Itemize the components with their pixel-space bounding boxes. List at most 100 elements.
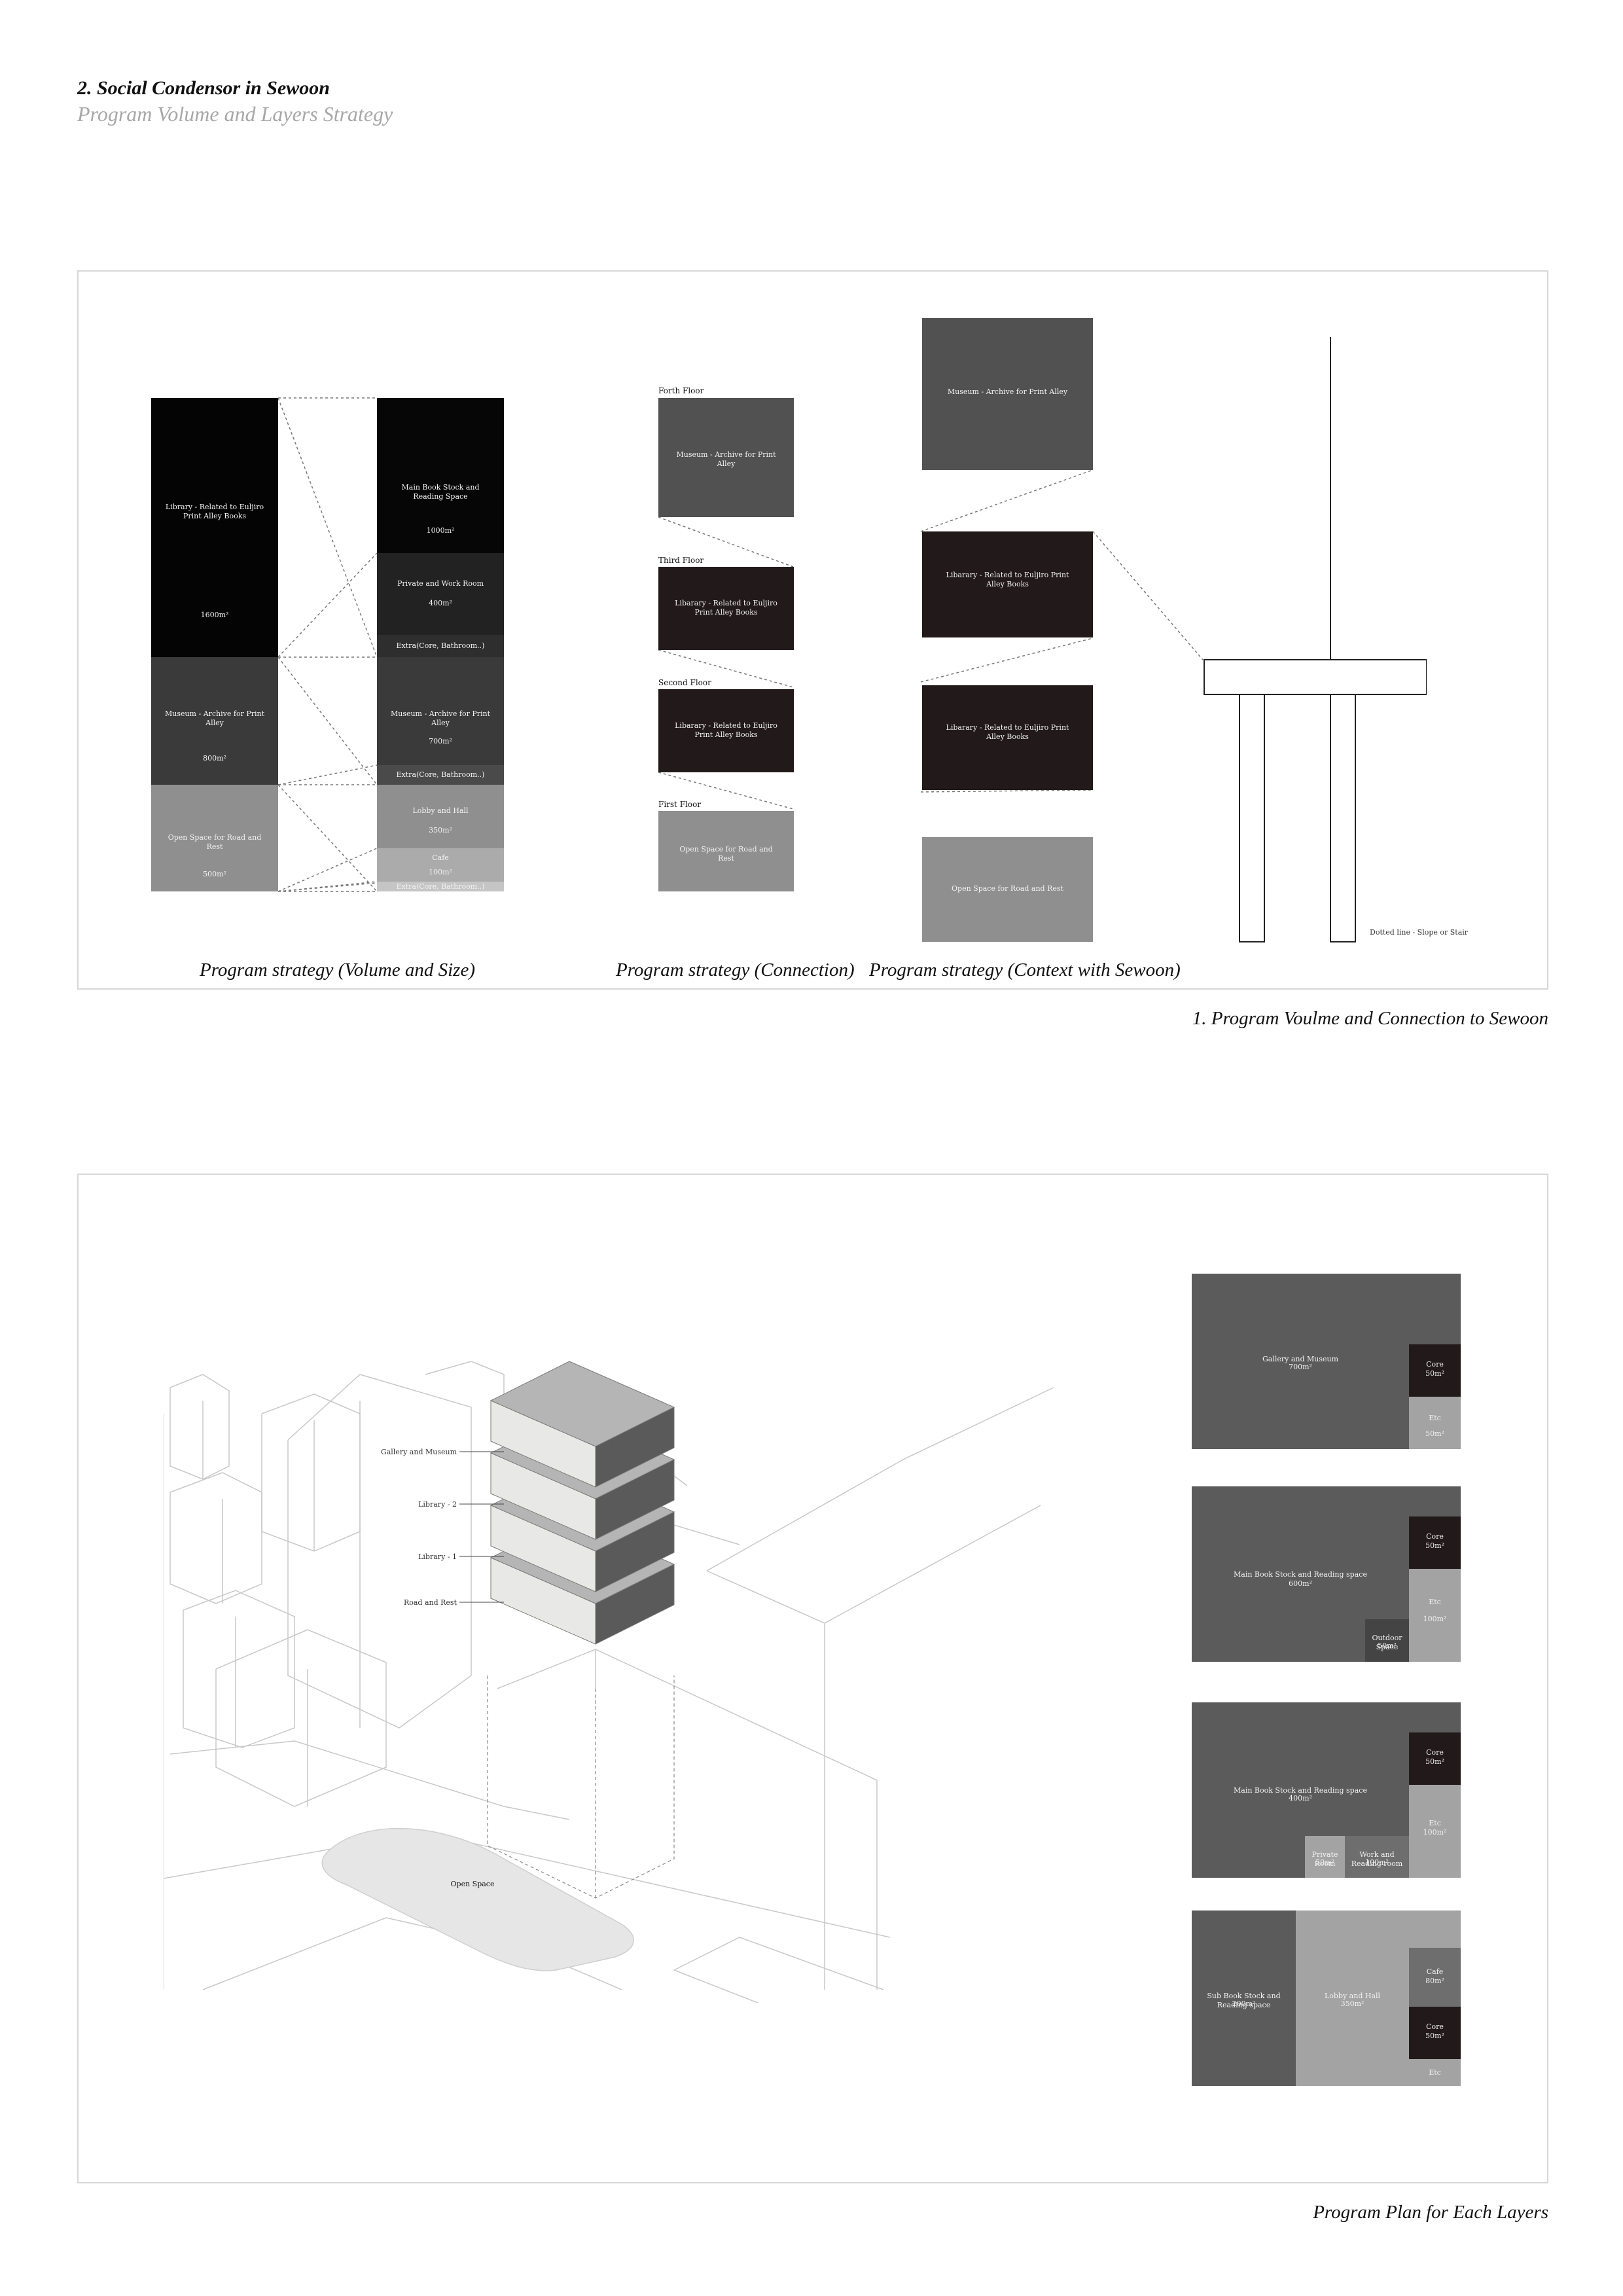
plan3-main-label: Main Book Stock and Reading space bbox=[1234, 1570, 1367, 1579]
connection-museum-label: Museum - Archive for Print Alley bbox=[676, 450, 776, 468]
plan3-outdoor-area: 50m² bbox=[1378, 1641, 1397, 1650]
volume-museum-right-block: Museum - Archive for Print Alley 700m² bbox=[377, 657, 504, 765]
plan1-etc-label: Etc bbox=[1429, 2068, 1441, 2077]
volume-main-book-area: 1000m² bbox=[426, 526, 455, 535]
connection-library-2-block: Libarary - Related to Euljiro Print Alle… bbox=[658, 567, 794, 650]
plan2-private-label: Private Room bbox=[1311, 1850, 1338, 1868]
axo-label-gallery: Gallery and Museum bbox=[381, 1448, 457, 1456]
volume-museum-right-area: 700m² bbox=[429, 737, 452, 745]
plan1-cafe-label: Cafe bbox=[1426, 1967, 1444, 1976]
volume-museum-right-label: Museum - Archive for Print Alley bbox=[390, 709, 491, 727]
plan1-sub-label: Sub Book Stock and Reading space bbox=[1207, 1992, 1281, 2009]
context-library-2-block: Libarary - Related to Euljiro Print Alle… bbox=[922, 531, 1093, 637]
plan3-core-label: Core bbox=[1426, 1532, 1444, 1541]
volume-extra-block-1: Extra(Core, Bathroom..) bbox=[377, 635, 504, 657]
floor-label-1: First Floor bbox=[658, 800, 702, 809]
plan1-cafe-area: 80m² bbox=[1425, 1977, 1444, 1985]
volume-lobby-area: 350m² bbox=[429, 826, 452, 834]
caption-volume: Program strategy (Volume and Size) bbox=[200, 960, 475, 980]
volume-openspace-area: 500m² bbox=[203, 870, 226, 878]
caption-context: Program strategy (Context with Sewoon) bbox=[869, 960, 1181, 980]
plan1-sub: Sub Book Stock and Reading space 200m² bbox=[1192, 1910, 1296, 2086]
open-space-label: Open Space bbox=[451, 1880, 495, 1888]
plan2-core-area: 50m² bbox=[1425, 1757, 1444, 1766]
axo-label-library-2: Library - 2 bbox=[418, 1500, 457, 1509]
plan3-main: Main Book Stock and Reading space 600m² bbox=[1192, 1486, 1409, 1662]
page-subtitle: Program Volume and Layers Strategy bbox=[77, 102, 393, 126]
context-library-1-label: Libarary - Related to Euljiro Print Alle… bbox=[946, 723, 1069, 741]
volume-lobby-label: Lobby and Hall bbox=[412, 806, 469, 815]
connection-library-1-block: Libarary - Related to Euljiro Print Alle… bbox=[658, 689, 794, 772]
floor-label-4: Forth Floor bbox=[658, 386, 704, 395]
plan2-etc: Etc 100m² bbox=[1409, 1785, 1461, 1878]
connection-openspace-block: Open Space for Road and Rest bbox=[658, 811, 794, 891]
plan3-etc: Etc 100m² bbox=[1409, 1569, 1461, 1662]
plan1-lobby-label: Lobby and Hall bbox=[1324, 1992, 1381, 2000]
volume-library-block: Library - Related to Euljiro Print Alley… bbox=[151, 398, 278, 657]
axo-layer-gallery bbox=[490, 1361, 675, 1488]
plan3-main-area: 600m² bbox=[1289, 1579, 1312, 1588]
context-library-1-block: Libarary - Related to Euljiro Print Alle… bbox=[922, 685, 1093, 790]
volume-main-book-label: Main Book Stock and Reading Space bbox=[401, 483, 480, 501]
volume-museum-block: Museum - Archive for Print Alley 800m² bbox=[151, 657, 278, 785]
program-plan-panel bbox=[77, 1174, 1548, 2183]
plan3-outdoor: Outdoor Space 50m² bbox=[1365, 1619, 1409, 1662]
volume-library-area: 1600m² bbox=[200, 611, 229, 619]
caption-connection: Program strategy (Connection) bbox=[616, 960, 855, 980]
plan4-etc-label: Etc bbox=[1429, 1414, 1441, 1422]
caption-panel-1: 1. Program Voulme and Connection to Sewo… bbox=[1192, 1008, 1548, 1029]
plan1-sub-area: 200m² bbox=[1232, 2000, 1256, 2008]
plan4-main-area: 700m² bbox=[1289, 1363, 1312, 1371]
volume-extra-label-3: Extra(Core, Bathroom..) bbox=[396, 882, 485, 891]
plan3-core-area: 50m² bbox=[1425, 1541, 1444, 1550]
plan4-etc-area: 50m² bbox=[1425, 1429, 1444, 1438]
volume-extra-label-1: Extra(Core, Bathroom..) bbox=[396, 641, 485, 650]
volume-extra-label-2: Extra(Core, Bathroom..) bbox=[396, 770, 485, 779]
plan1-core: Core 50m² bbox=[1409, 2007, 1461, 2059]
context-museum-block: Museum - Archive for Print Alley bbox=[922, 318, 1093, 470]
plan4-core-area: 50m² bbox=[1425, 1369, 1444, 1378]
plan1-core-label: Core bbox=[1426, 2022, 1444, 2031]
plan1-etc: Etc bbox=[1409, 2059, 1461, 2086]
plan1-lobby: Lobby and Hall 350m² bbox=[1296, 1910, 1409, 2086]
axonometric-site-drawing: Open Space Gallery and Museum Library - … bbox=[164, 1361, 1054, 2003]
volume-library-label: Library - Related to Euljiro Print Alley… bbox=[165, 503, 264, 520]
plan2-main-area: 400m² bbox=[1289, 1794, 1312, 1803]
volume-lobby-block: Lobby and Hall 350m² bbox=[377, 785, 504, 848]
plan4-core: Core 50m² bbox=[1409, 1344, 1461, 1397]
volume-private-block: Private and Work Room 400m² bbox=[377, 553, 504, 635]
plan2-private-area: 50m² bbox=[1315, 1858, 1334, 1867]
volume-extra-block-3: Extra(Core, Bathroom..) bbox=[377, 882, 504, 891]
volume-private-label: Private and Work Room bbox=[397, 579, 484, 588]
axo-label-road-rest: Road and Rest bbox=[404, 1598, 457, 1607]
plan2-private: Private Room 50m² bbox=[1305, 1836, 1345, 1878]
plan4-etc: Etc 50m² bbox=[1409, 1397, 1461, 1449]
plan3-core: Core 50m² bbox=[1409, 1516, 1461, 1569]
connection-library-1-label: Libarary - Related to Euljiro Print Alle… bbox=[675, 721, 777, 739]
plan2-main-label: Main Book Stock and Reading space bbox=[1234, 1786, 1367, 1795]
program-volume-panel bbox=[77, 270, 1548, 990]
volume-openspace-label: Open Space for Road and Rest bbox=[168, 833, 262, 851]
context-openspace-label: Open Space for Road and Rest bbox=[952, 884, 1063, 893]
sewoon-structure-drawing bbox=[1204, 337, 1427, 942]
axo-volume-stack bbox=[490, 1361, 675, 1645]
plan2-work-label: Work and Reading room bbox=[1351, 1850, 1403, 1868]
volume-extra-block-2: Extra(Core, Bathroom..) bbox=[377, 765, 504, 785]
volume-museum-label: Museum - Archive for Print Alley bbox=[164, 709, 265, 727]
plan4-core-label: Core bbox=[1426, 1360, 1444, 1369]
floor-plan-1: Sub Book Stock and Reading space 200m² L… bbox=[1192, 1910, 1461, 2086]
page-title: 2. Social Condensor in Sewoon bbox=[77, 77, 330, 99]
plan3-etc-label: Etc bbox=[1429, 1598, 1441, 1606]
connection-museum-block: Museum - Archive for Print Alley bbox=[658, 398, 794, 517]
floor-plan-2: Main Book Stock and Reading space 400m² … bbox=[1192, 1702, 1461, 1878]
plan2-etc-area: 100m² bbox=[1423, 1828, 1447, 1837]
context-museum-label: Museum - Archive for Print Alley bbox=[947, 387, 1068, 396]
volume-main-book-block: Main Book Stock and Reading Space 1000m² bbox=[377, 398, 504, 553]
volume-cafe-label: Cafe bbox=[432, 853, 449, 862]
plan3-etc-area: 100m² bbox=[1423, 1615, 1447, 1623]
connection-library-2-label: Libarary - Related to Euljiro Print Alle… bbox=[675, 599, 777, 617]
volume-cafe-area: 100m² bbox=[429, 868, 452, 876]
connection-openspace-label: Open Space for Road and Rest bbox=[679, 845, 773, 863]
volume-private-area: 400m² bbox=[429, 599, 452, 607]
axo-label-library-1: Library - 1 bbox=[418, 1552, 457, 1561]
